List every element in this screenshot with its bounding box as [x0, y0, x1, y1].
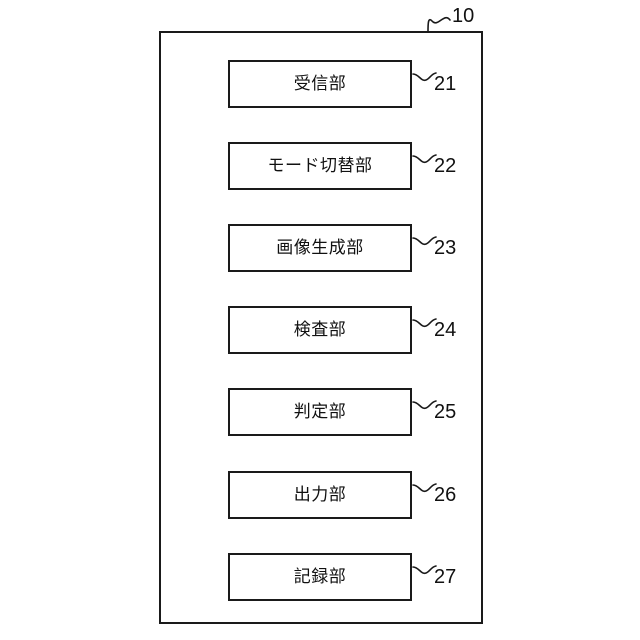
block-label-image-generator: 画像生成部 — [276, 237, 364, 258]
leader-line-23 — [412, 236, 437, 246]
block-inspection[interactable]: 検査部 — [228, 306, 412, 354]
ref-numeral-22: 22 — [434, 155, 457, 177]
block-mode-switch[interactable]: モード切替部 — [228, 142, 412, 190]
ref-numeral-21: 21 — [434, 73, 457, 95]
ref-numeral-10: 10 — [452, 5, 475, 27]
block-label-mode-switch: モード切替部 — [267, 155, 373, 176]
leader-line-21 — [412, 72, 437, 82]
leader-line-27 — [412, 565, 437, 575]
block-image-generator[interactable]: 画像生成部 — [228, 224, 412, 272]
leader-line-25 — [412, 400, 437, 410]
ref-numeral-26: 26 — [434, 484, 457, 506]
block-label-determination: 判定部 — [293, 401, 347, 422]
ref-numeral-23: 23 — [434, 237, 457, 259]
block-receiver[interactable]: 受信部 — [228, 60, 412, 108]
leader-line-26 — [412, 483, 437, 493]
ref-numeral-27: 27 — [434, 566, 457, 588]
block-recorder[interactable]: 記録部 — [228, 553, 412, 601]
ref-numeral-25: 25 — [434, 401, 457, 423]
block-label-receiver: 受信部 — [293, 73, 347, 94]
block-output[interactable]: 出力部 — [228, 471, 412, 519]
ref-numeral-24: 24 — [434, 319, 457, 341]
block-determination[interactable]: 判定部 — [228, 388, 412, 436]
block-label-output: 出力部 — [293, 484, 347, 505]
block-label-recorder: 記録部 — [293, 566, 347, 587]
leader-line-24 — [412, 318, 437, 328]
leader-line-10 — [427, 16, 451, 33]
block-label-inspection: 検査部 — [293, 319, 347, 340]
leader-line-22 — [412, 154, 437, 164]
